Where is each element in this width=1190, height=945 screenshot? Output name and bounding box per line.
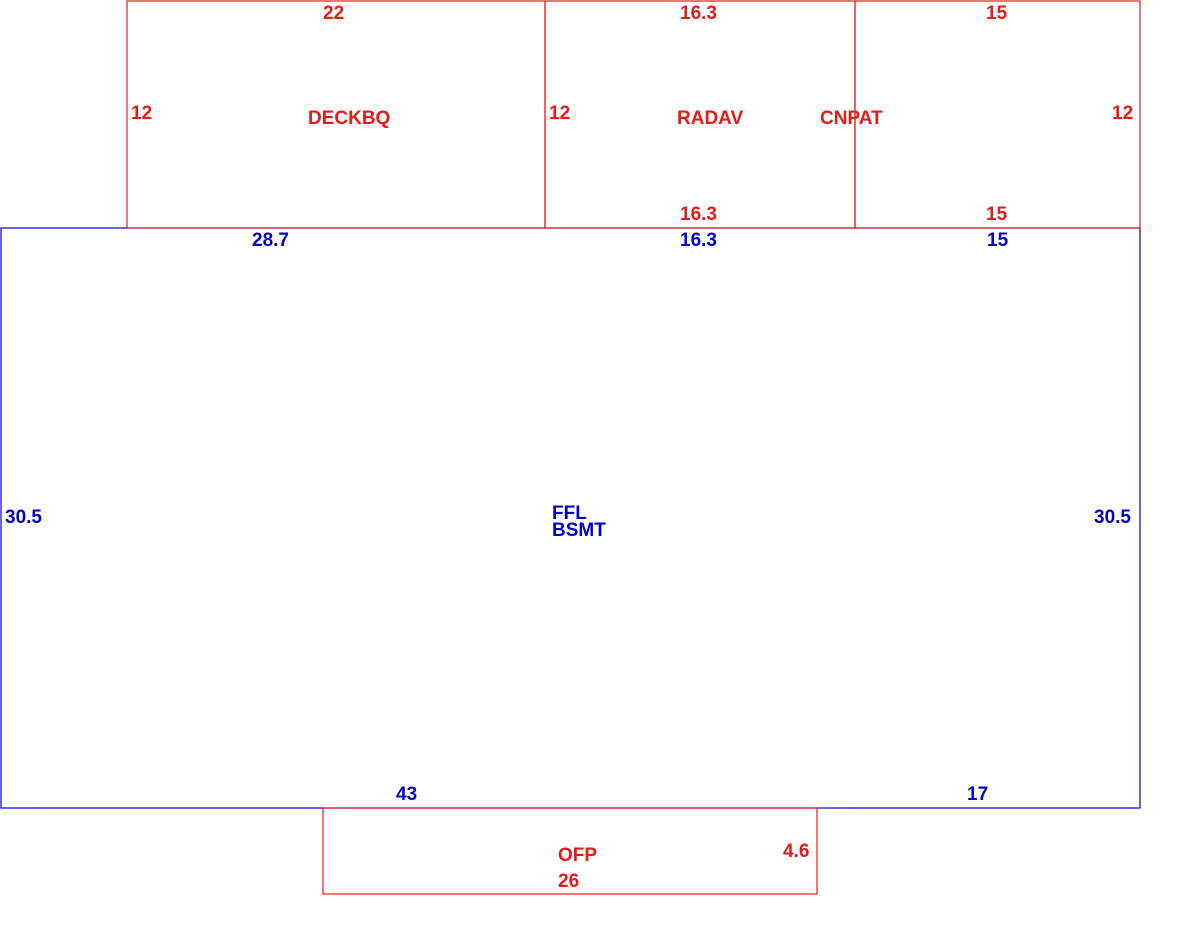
main-right-dimension: 30.5 <box>1094 507 1131 528</box>
main-area-label-ffl: FFL <box>552 503 587 524</box>
deckbq-top-dimension: 22 <box>323 3 344 24</box>
main-top-mid-dimension: 16.3 <box>680 230 717 251</box>
main-top-right-dimension: 15 <box>987 230 1009 251</box>
ofp-outline <box>322 807 818 895</box>
cnpat-outline <box>854 0 1141 229</box>
main-left-dimension: 30.5 <box>5 507 42 528</box>
ofp-bottom-dimension: 26 <box>558 871 579 892</box>
cnpat-bottom-dimension: 15 <box>986 204 1008 225</box>
main-top-left-dimension: 28.7 <box>252 230 289 251</box>
ofp-right-dimension: 4.6 <box>783 841 809 862</box>
radav-left-dimension: 12 <box>549 103 570 124</box>
deckbq-area-label: DECKBQ <box>308 108 390 129</box>
ofp-area-label: OFP <box>558 845 597 866</box>
cnpat-area-label: CNPAT <box>820 108 883 129</box>
cnpat-right-dimension: 12 <box>1112 103 1133 124</box>
main-area-label-bsmt: BSMT <box>552 520 606 541</box>
main-bottom-left-dimension: 43 <box>396 784 417 805</box>
main-bottom-right-dimension: 17 <box>967 784 988 805</box>
radav-area-label: RADAV <box>677 108 743 129</box>
radav-bottom-dimension: 16.3 <box>680 204 717 225</box>
deckbq-left-dimension: 12 <box>131 103 152 124</box>
cnpat-top-dimension: 15 <box>986 3 1008 24</box>
radav-top-dimension: 16.3 <box>680 3 717 24</box>
